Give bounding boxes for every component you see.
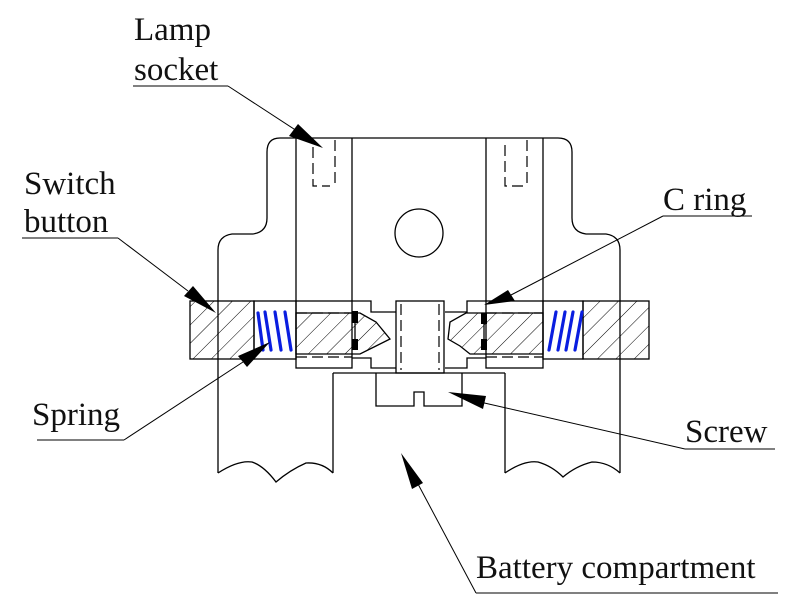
c-ring-right (481, 313, 487, 350)
label-lamp-socket-line2: socket (134, 52, 218, 88)
plunger-left (295, 312, 392, 355)
label-battery-compartment: Battery compartment (476, 550, 756, 586)
spring-right (547, 310, 584, 352)
center-contact (395, 300, 445, 374)
leader-switch-button (22, 237, 216, 313)
lamp-socket-left (295, 138, 353, 301)
center-hole (394, 208, 444, 258)
label-spring: Spring (32, 397, 120, 433)
switch-button-left (189, 300, 255, 360)
label-switch-button-line2: button (24, 204, 108, 240)
bushing-right (445, 300, 486, 369)
bushing-left (352, 300, 396, 369)
screw-head (375, 373, 463, 407)
housing-outline (217, 137, 621, 473)
switch-button-right (582, 300, 650, 360)
label-lamp-socket-line1: Lamp (134, 12, 211, 48)
leader-lamp-socket (133, 85, 323, 148)
housing-break-left (217, 461, 334, 483)
leader-spring (37, 342, 270, 441)
spring-left (256, 310, 293, 352)
housing-break-right (504, 461, 621, 478)
plunger-right (447, 312, 544, 355)
lamp-socket-right (485, 138, 544, 301)
label-c-ring: C ring (663, 182, 746, 218)
label-screw: Screw (685, 414, 768, 450)
leader-screw (448, 392, 775, 450)
leader-battery-compartment (401, 453, 778, 594)
c-ring-left (352, 311, 358, 350)
leader-c-ring (484, 215, 752, 305)
label-switch-button-line1: Switch (24, 166, 116, 202)
